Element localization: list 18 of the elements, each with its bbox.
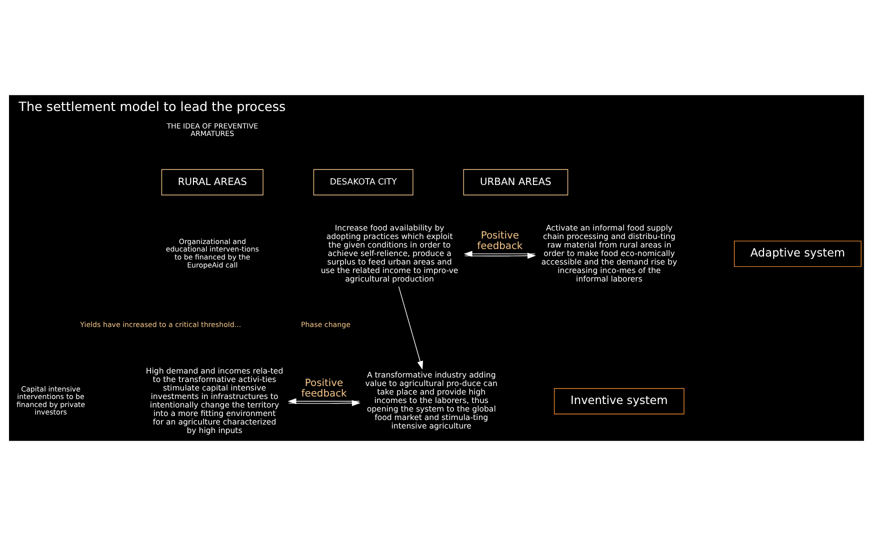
node-box: RURAL AREAS [160,169,263,196]
node-box: Adaptive system [733,240,862,267]
arrow [463,250,535,257]
label: THE IDEA OF PREVENTIVE ARMATURES [166,121,258,138]
label: Capital intensive interventions to be financed by private investors [16,384,85,417]
arrow [288,400,360,406]
node-box: Inventive system [553,388,684,414]
label: Phase change [300,320,350,330]
edge-label: Positive feedback [300,378,346,400]
node-box: DESAKOTA CITY [312,169,413,196]
diagram-title: The settlement model to lead the process [18,100,286,115]
edge-label: Positive feedback [476,230,522,252]
label: Organizational and educational interven-tions to be financed by the EuropeAid call [165,236,258,270]
arrow [398,286,423,370]
arrow [464,252,536,259]
label: Yields have increased to a critical threshold... [80,320,241,330]
node-box: URBAN AREAS [462,169,568,196]
arrow [287,398,360,404]
